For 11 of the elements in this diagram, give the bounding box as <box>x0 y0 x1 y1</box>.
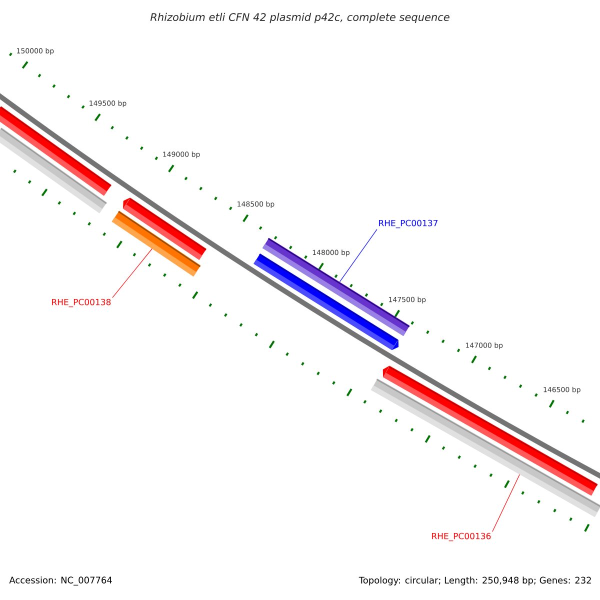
gene-bar <box>370 378 600 518</box>
gene-bar <box>0 128 107 214</box>
gene-label: RHE_PC00137 <box>379 220 438 228</box>
leader-line <box>112 248 152 298</box>
title: Rhizobium etli CFN 42 plasmid p42c, complete sequence <box>150 12 450 24</box>
footer-text: Accession: NC_007764 <box>9 576 112 586</box>
gene-label: RHE_PC00138 <box>52 298 111 308</box>
footer-text: Topology: circular; Length: 250,948 bp; Genes: 232 <box>358 576 591 586</box>
gene-label: RHE_PC00136 <box>432 532 491 542</box>
leader-line <box>492 474 520 532</box>
gene-bar <box>112 210 201 277</box>
